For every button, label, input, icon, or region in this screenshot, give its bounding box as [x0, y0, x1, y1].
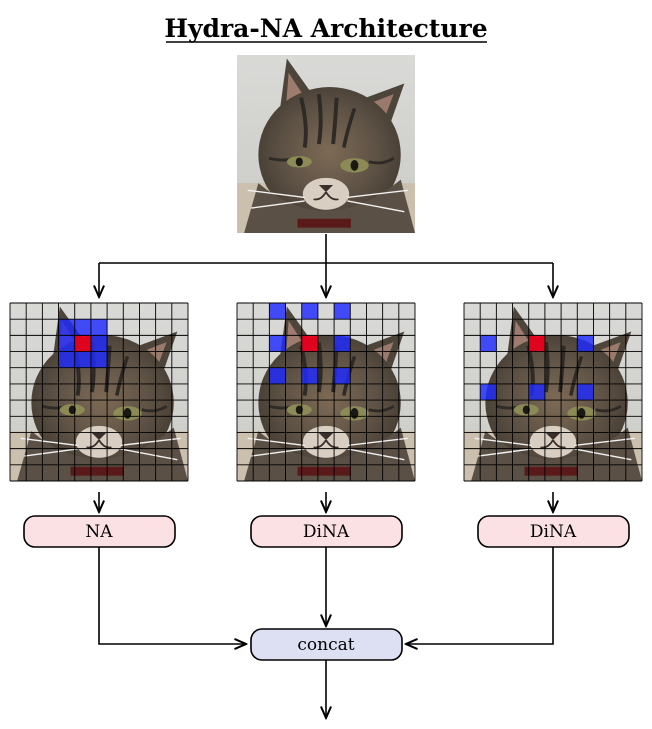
- dina-dilation-3-neighborhood-grid: [462, 301, 644, 483]
- neighbor-cell: [334, 335, 351, 352]
- neighbor-cell: [301, 303, 318, 320]
- concat-node: concat: [250, 628, 403, 661]
- neighbor-cell: [58, 335, 75, 352]
- neighbor-cell: [74, 351, 91, 368]
- dina-node-middle: DiNA: [250, 515, 403, 548]
- neighbor-cell: [58, 319, 75, 336]
- neighbor-cell: [90, 319, 108, 336]
- concat-node-label: concat: [297, 635, 354, 655]
- neighbor-cell: [90, 335, 108, 352]
- neighbor-cell: [269, 367, 286, 384]
- neighbor-cell: [269, 303, 286, 320]
- neighbor-cell: [269, 335, 286, 352]
- neighbor-cell: [577, 383, 594, 401]
- dina-node-right: DiNA: [477, 515, 630, 548]
- dina-dilation-2-neighborhood-grid: [235, 301, 417, 483]
- neighbor-cell: [334, 367, 351, 384]
- query-cell: [74, 335, 91, 352]
- neighbor-cell: [528, 383, 545, 401]
- input-cat-image: [235, 53, 417, 235]
- na-neighborhood-grid: [8, 301, 190, 483]
- right-node-to-concat-arrow: [406, 547, 554, 644]
- neighbor-cell: [334, 303, 351, 320]
- neighbor-cell: [577, 335, 594, 352]
- left-node-to-concat-arrow: [98, 547, 246, 644]
- query-cell: [301, 335, 318, 352]
- dina-node-middle-label: DiNA: [303, 522, 350, 542]
- neighbor-cell: [74, 319, 91, 336]
- neighbor-cell: [58, 351, 75, 368]
- diagram-title: Hydra-NA Architecture: [164, 14, 487, 43]
- neighbor-cell: [480, 383, 497, 401]
- neighbor-cell: [90, 351, 108, 368]
- na-node-label: NA: [85, 522, 113, 542]
- neighbor-cell: [480, 335, 497, 352]
- neighbor-cell: [301, 367, 318, 384]
- dina-node-right-label: DiNA: [530, 522, 577, 542]
- query-cell: [528, 335, 545, 352]
- na-node: NA: [23, 515, 176, 548]
